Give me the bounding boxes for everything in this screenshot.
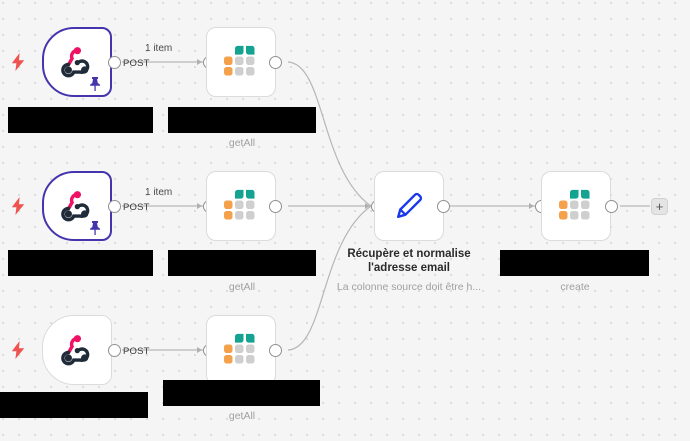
trigger-bolt-icon-2 xyxy=(10,197,26,215)
port-label-post-3: POST xyxy=(123,346,150,357)
node-webhook-3[interactable] xyxy=(42,315,112,385)
node-name-redacted-baserow-4 xyxy=(163,380,320,406)
node-subtitle-getall-2: getAll xyxy=(228,281,256,293)
arrowhead-set-in xyxy=(365,202,370,209)
baserow-icon xyxy=(221,42,261,82)
port-out-set-node[interactable] xyxy=(437,199,450,213)
port-out-baserow-2[interactable] xyxy=(269,199,282,213)
arrowhead-baserow1-in xyxy=(197,58,202,65)
trigger-bolt-icon-3 xyxy=(10,341,26,359)
edge-label-items-1: 1 item xyxy=(145,43,173,54)
edge-baserow1-set xyxy=(287,61,372,207)
port-label-post-2: POST xyxy=(123,202,150,213)
pencil-icon xyxy=(389,186,429,226)
node-baserow-3[interactable] xyxy=(541,171,611,241)
node-title-line1: Récupère et normalise xyxy=(347,248,471,260)
node-webhook-2[interactable] xyxy=(42,171,112,241)
node-name-redacted-webhook-2 xyxy=(8,250,153,276)
arrowhead-baserow2-in xyxy=(197,202,202,209)
node-name-redacted-baserow-2 xyxy=(168,250,316,276)
node-subtitle-edit-fields: La colonne source doit être h... xyxy=(336,281,482,293)
pin-icon-1[interactable] xyxy=(88,76,102,91)
port-out-baserow-1[interactable] xyxy=(269,55,282,69)
pin-icon-2[interactable] xyxy=(88,220,102,235)
arrowhead-baserow4-in xyxy=(197,346,202,353)
port-label-post-1: POST xyxy=(123,58,150,69)
node-subtitle-create: create xyxy=(560,281,590,293)
node-name-redacted-baserow-1 xyxy=(168,107,316,133)
node-subtitle-getall-1: getAll xyxy=(228,137,256,149)
edge-baserow4-set xyxy=(287,205,372,351)
baserow-icon xyxy=(556,186,596,226)
port-out-baserow-4[interactable] xyxy=(269,343,282,357)
node-baserow-2[interactable] xyxy=(206,171,276,241)
webhook-icon xyxy=(57,330,97,370)
node-baserow-4[interactable] xyxy=(206,315,276,385)
port-out-baserow-3[interactable] xyxy=(605,199,618,213)
webhook-icon xyxy=(57,42,97,82)
baserow-icon xyxy=(221,330,261,370)
port-out-webhook-3[interactable] xyxy=(108,343,121,357)
node-baserow-1[interactable] xyxy=(206,27,276,97)
port-out-webhook-2[interactable] xyxy=(108,199,121,213)
add-node-button[interactable]: + xyxy=(651,198,668,215)
node-name-redacted-baserow-3 xyxy=(500,250,649,276)
webhook-icon xyxy=(57,186,97,226)
edge-label-items-2: 1 item xyxy=(145,187,173,198)
node-name-redacted-webhook-3 xyxy=(0,392,148,418)
port-out-webhook-1[interactable] xyxy=(108,55,121,69)
baserow-icon xyxy=(221,186,261,226)
node-title-edit-fields: Récupère et normalise l'adresse email xyxy=(337,247,481,276)
node-title-line2: l'adresse email xyxy=(367,262,450,275)
node-subtitle-getall-3: getAll xyxy=(228,410,256,422)
trigger-bolt-icon-1 xyxy=(10,53,26,71)
node-name-redacted-webhook-1 xyxy=(8,107,153,133)
arrowhead-baserow3-in xyxy=(529,202,534,209)
node-edit-fields[interactable] xyxy=(374,171,444,241)
node-webhook-1[interactable] xyxy=(42,27,112,97)
